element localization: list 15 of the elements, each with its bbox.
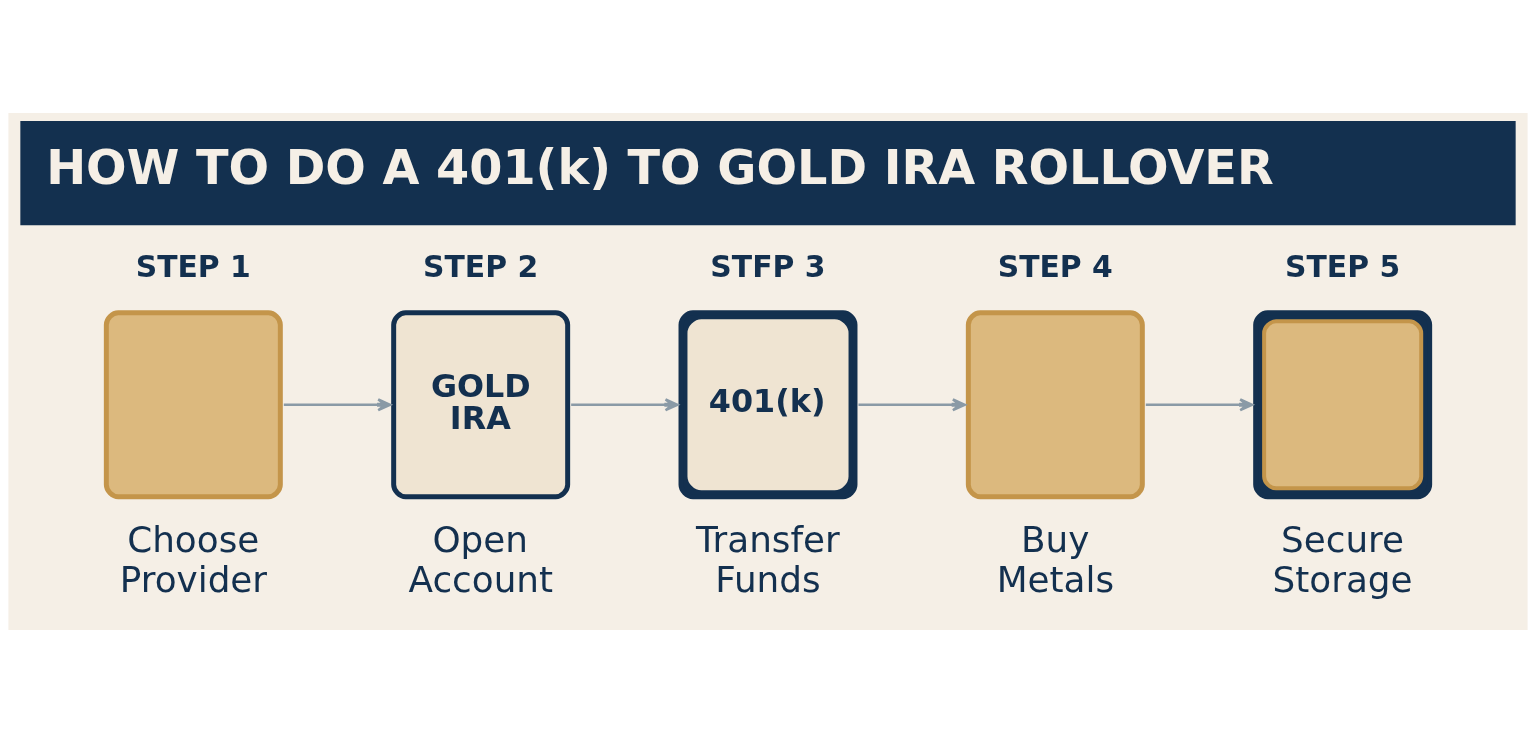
- node-label: Choose Provider: [119, 518, 268, 600]
- node-label: Open Account: [408, 518, 554, 600]
- node-label: STEP 4: [997, 248, 1113, 284]
- node-label: Transfer Funds: [695, 518, 840, 600]
- diagram-title: HOW TO DO A 401(k) TO GOLD IRA ROLLOVER: [46, 139, 1274, 195]
- arrow: [571, 397, 679, 411]
- arrow: [283, 397, 392, 411]
- node-label: STFP 3: [710, 248, 826, 284]
- node-label: STEP 5: [1285, 248, 1401, 284]
- node-label: Buy Metals: [996, 518, 1115, 600]
- node-label: Secure Storage: [1272, 518, 1413, 600]
- arrow: [1145, 397, 1254, 411]
- arrow: [858, 397, 967, 411]
- node-label: STEP 2: [423, 248, 539, 284]
- node-label: STEP 1: [135, 248, 251, 284]
